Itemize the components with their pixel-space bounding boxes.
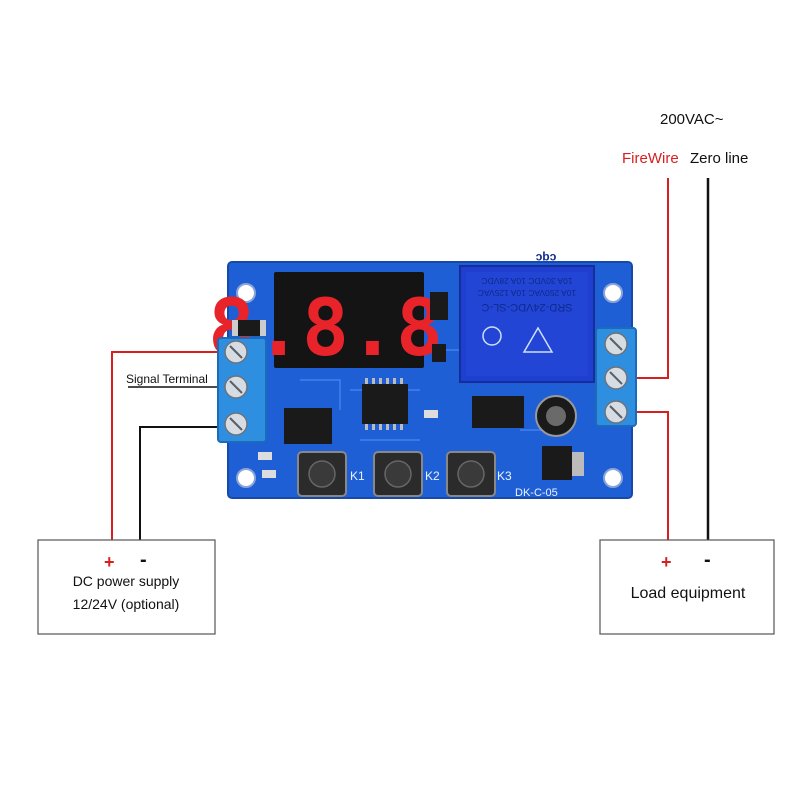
capacitor-component [535, 395, 577, 437]
button-k3[interactable] [446, 451, 496, 497]
microcontroller-chip [362, 384, 408, 424]
diode-component [232, 320, 266, 336]
optocoupler-component [472, 396, 524, 428]
dc-supply-title: DC power supply [73, 573, 180, 589]
regulator-component [542, 446, 572, 480]
live-wire-label: FireWire [622, 150, 679, 167]
relay-timer-board: 8.8.8. [208, 251, 637, 499]
mounting-hole-icon [603, 283, 623, 303]
relay-terminal-block [595, 327, 637, 427]
relay-rating-ac: 10A 250VAC 10A 125VAC [478, 288, 576, 298]
load-plus-sign: + [661, 552, 672, 572]
load-equipment-label: Load equipment [631, 585, 746, 602]
signal-terminal-label: Signal Terminal [126, 372, 208, 386]
transistor-component [430, 292, 448, 320]
mounting-hole-icon [236, 283, 256, 303]
live-wire-in [628, 178, 669, 379]
dc-minus-sign: - [140, 549, 147, 571]
dc-positive-wire [111, 351, 228, 540]
key-label-k1: K1 [350, 469, 365, 483]
load-equipment-box: + - Load equipment [599, 539, 775, 635]
transistor-component [432, 344, 446, 362]
mains-voltage-label: 200VAC~ [660, 111, 724, 128]
warning-triangle-icon [522, 326, 554, 353]
mounting-hole-icon [603, 468, 623, 488]
dc-supply-voltage: 12/24V (optional) [73, 596, 180, 612]
relay-brand-text: cqc [535, 251, 556, 265]
button-k2[interactable] [373, 451, 423, 497]
key-label-k2: K2 [425, 469, 440, 483]
relay-model-text: SRD-24VDC-SL-C [481, 301, 572, 313]
ul-mark-icon [482, 326, 502, 346]
optocoupler-component [284, 408, 332, 444]
button-k1[interactable] [297, 451, 347, 497]
live-wire-out [628, 411, 669, 540]
board-model-label: DK-C-05 [515, 487, 558, 499]
load-minus-sign: - [704, 549, 711, 571]
dc-plus-sign: + [104, 552, 115, 572]
relay-rating-dc: 10A 30VDC 10A 28VDC [481, 276, 572, 286]
dc-negative-wire [139, 426, 228, 540]
dc-power-supply-box: + - DC power supply 12/24V (optional) [37, 539, 216, 635]
relay: SRD-24VDC-SL-C 10A 250VAC 10A 125VAC 10A… [459, 251, 595, 383]
neutral-wire-label: Zero line [690, 150, 748, 167]
key-label-k3: K3 [497, 469, 512, 483]
signal-terminal-block [217, 337, 267, 443]
mounting-hole-icon [236, 468, 256, 488]
